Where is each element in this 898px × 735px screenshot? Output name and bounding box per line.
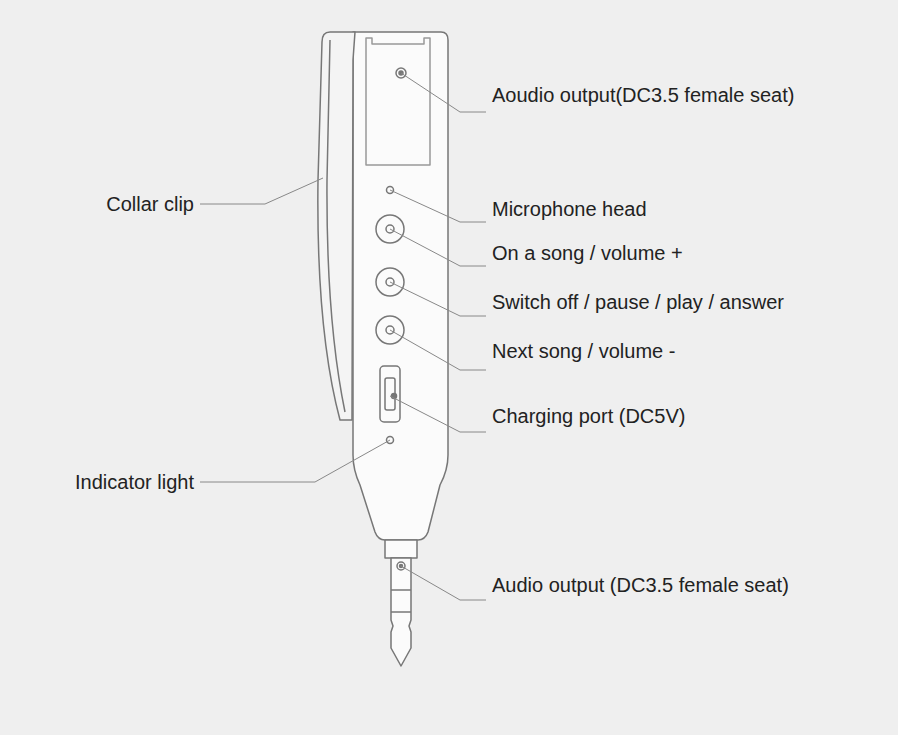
callout-label: On a song / volume +	[492, 241, 683, 265]
callout-label: Indicator light	[75, 470, 194, 494]
callout-label: Next song / volume -	[492, 339, 675, 363]
leader-lines	[200, 73, 486, 600]
callout-label: Collar clip	[106, 192, 194, 216]
collar-clip	[318, 32, 355, 420]
callout-label: Microphone head	[492, 197, 647, 221]
usb-port	[380, 366, 400, 422]
plug-neck	[385, 540, 417, 558]
callout-label: Aoudio output(DC3.5 female seat)	[492, 83, 794, 107]
collar-clip-edge	[327, 40, 345, 412]
device-body	[353, 32, 448, 540]
callout-label: Audio output (DC3.5 female seat)	[492, 573, 789, 597]
plug-pin	[391, 558, 411, 666]
callout-label: Switch off / pause / play / answer	[492, 290, 784, 314]
callout-label: Charging port (DC5V)	[492, 404, 685, 428]
top-socket	[366, 38, 430, 165]
